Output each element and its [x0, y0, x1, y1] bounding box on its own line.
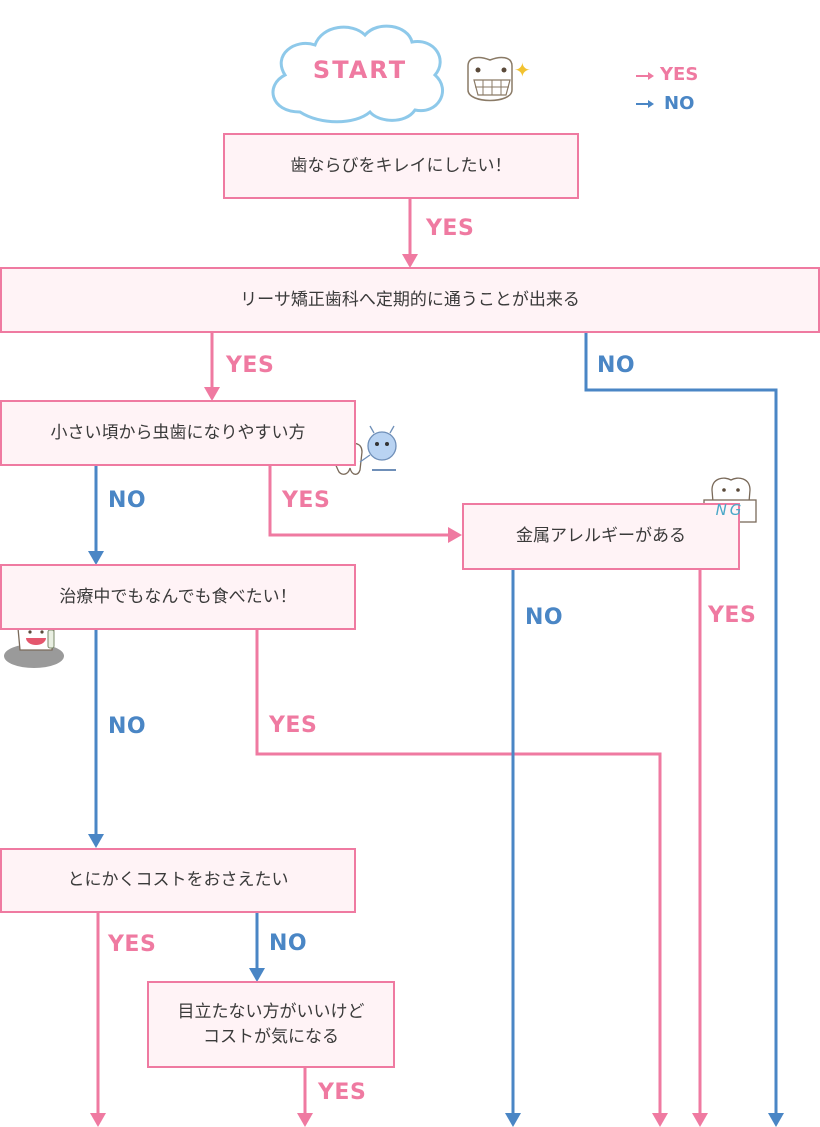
edge-label-yes: YES: [708, 603, 757, 628]
arrowhead-q5: [88, 551, 104, 565]
arrowhead-q7: [249, 968, 265, 982]
edge-label-no: NO: [525, 605, 564, 630]
question-text: リーサ矯正歯科へ定期的に通うことが出来る: [240, 289, 580, 310]
ng-badge-label: NG: [715, 501, 745, 519]
question-text: とにかくコストをおさえたい: [67, 870, 289, 891]
legend-yes-arrow: [636, 72, 654, 80]
legend-no-label: NO: [664, 93, 695, 114]
question-text: 小さい頃から虫歯になりやすい方: [50, 422, 306, 443]
edge-label-yes: YES: [108, 932, 157, 957]
question-box-reduce-cost: とにかくコストをおさえたい: [0, 848, 356, 913]
edge-label-yes: YES: [318, 1080, 367, 1105]
edge-q5-yes-down: [255, 628, 662, 1117]
arrowhead-q4: [448, 527, 462, 543]
arrowhead-q5-yes: [652, 1113, 668, 1127]
arrowhead-q7-yes: [297, 1113, 313, 1127]
arrowhead-q2-no: [768, 1113, 784, 1127]
arrowhead-q4-yes: [692, 1113, 708, 1127]
question-box-regular-visits: リーサ矯正歯科へ定期的に通うことが出来る: [0, 267, 820, 333]
edge-q3-to-q4-yes: [268, 465, 452, 537]
edge-label-yes: YES: [226, 353, 275, 378]
edge-label-yes: YES: [426, 216, 475, 241]
question-text-line2: コストが気になる: [203, 1026, 339, 1047]
question-box-straight-teeth: 歯ならびをキレイにしたい！: [223, 133, 579, 199]
question-box-eat-anything: 治療中でもなんでも食べたい！: [0, 564, 356, 630]
arrowhead-q2: [402, 254, 418, 268]
edge-label-no: NO: [269, 931, 308, 956]
legend-yes-label: YES: [660, 64, 699, 85]
arrowhead-q6-yes: [90, 1113, 106, 1127]
question-text: 治療中でもなんでも食べたい！: [59, 586, 297, 607]
edge-label-no: NO: [108, 488, 147, 513]
edge-q2-no-down: [584, 333, 778, 1117]
arrowhead-q6: [88, 834, 104, 848]
question-box-cavity-prone: 小さい頃から虫歯になりやすい方: [0, 400, 356, 466]
sparkle-icon: ✦: [514, 58, 531, 82]
edge-label-yes: YES: [282, 488, 331, 513]
edge-label-yes: YES: [269, 713, 318, 738]
question-box-metal-allergy: 金属アレルギーがある: [462, 503, 740, 570]
edge-label-no: NO: [597, 353, 636, 378]
question-text: 歯ならびをキレイにしたい！: [290, 155, 512, 176]
start-cloud: [271, 24, 444, 124]
question-box-inconspicuous-cost: 目立たない方がいいけど コストが気になる: [147, 981, 395, 1068]
question-text: 金属アレルギーがある: [516, 526, 686, 547]
start-label: START: [312, 56, 408, 84]
legend-no-arrow: [636, 100, 654, 108]
arrowhead-q4-no: [505, 1113, 521, 1127]
question-text-line1: 目立たない方がいいけど: [177, 1001, 365, 1022]
edge-label-no: NO: [108, 714, 147, 739]
arrowhead-q3: [204, 387, 220, 401]
smiling-tooth-icon: [467, 56, 513, 102]
